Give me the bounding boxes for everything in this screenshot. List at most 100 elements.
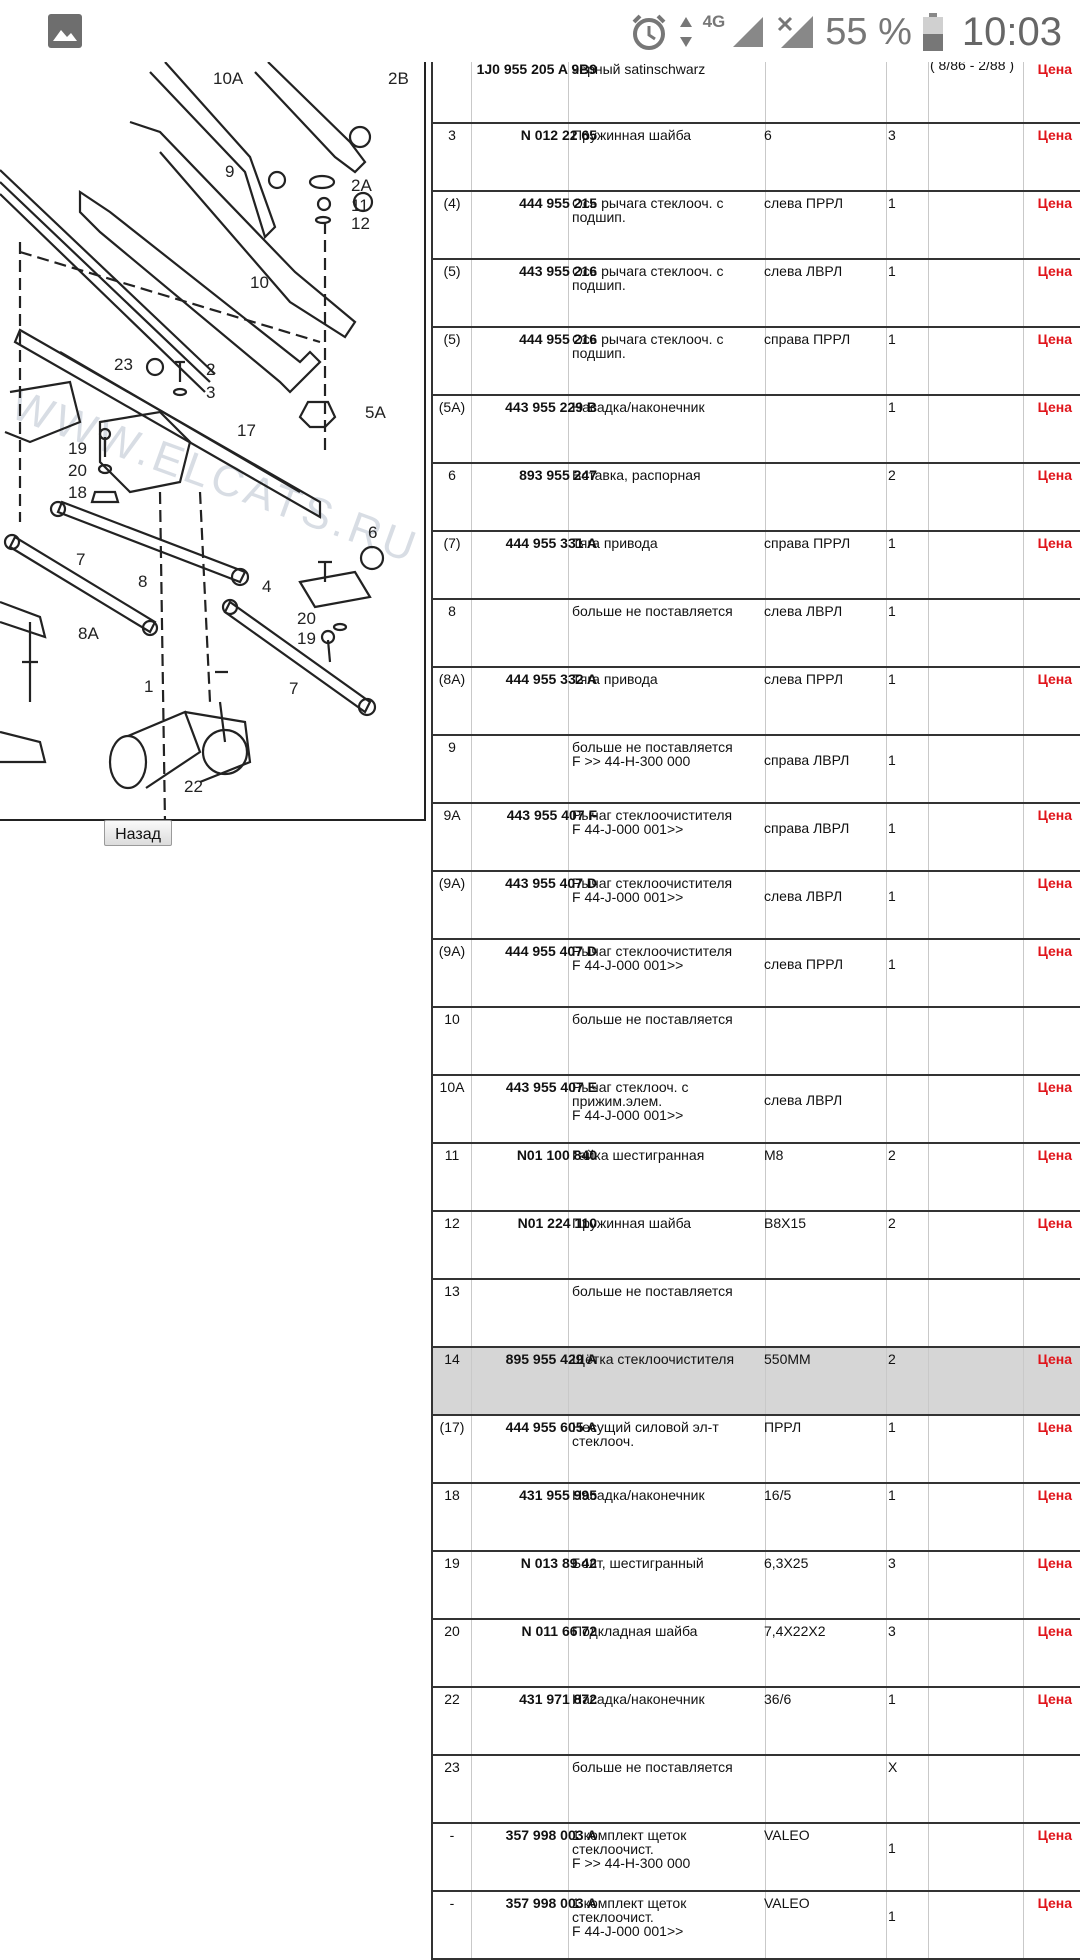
position-number: (8A)	[438, 671, 466, 687]
description-line: Рычаг стеклоочистителя	[572, 807, 733, 823]
price-link[interactable]: Цена	[1037, 1827, 1072, 1843]
column-divider	[765, 1416, 766, 1482]
column-divider	[886, 1212, 887, 1278]
column-divider	[1023, 1552, 1024, 1618]
column-divider	[568, 192, 569, 258]
column-divider	[765, 600, 766, 666]
price-link[interactable]: Цена	[1037, 399, 1072, 415]
price-link[interactable]: Цена	[1037, 671, 1072, 687]
part-number: 444 955 331 A	[505, 535, 597, 551]
price-link[interactable]: Цена	[1037, 535, 1072, 551]
column-divider	[765, 1144, 766, 1210]
back-button[interactable]: Назад	[104, 820, 172, 846]
part-number: 444 955 332 A	[505, 671, 597, 687]
price-link[interactable]: Цена	[1037, 1215, 1072, 1231]
column-divider	[765, 804, 766, 870]
description-line: Насадка/наконечник	[572, 1691, 705, 1707]
price-link[interactable]: Цена	[1037, 61, 1072, 77]
part-number: 443 955 407 E	[505, 1079, 597, 1095]
column-divider	[568, 804, 569, 870]
price-link[interactable]: Цена	[1037, 1895, 1072, 1911]
description-line: Насадка/наконечник	[572, 1487, 705, 1503]
column-divider	[886, 804, 887, 870]
price-link[interactable]: Цена	[1037, 331, 1072, 347]
column-divider	[1023, 58, 1024, 122]
position-number: 11	[444, 1147, 460, 1163]
part-number: N 013 89 42	[520, 1555, 597, 1571]
price-link[interactable]: Цена	[1037, 467, 1072, 483]
column-divider	[765, 1756, 766, 1822]
column-divider	[568, 328, 569, 394]
column-divider	[1023, 124, 1024, 190]
price-link[interactable]: Цена	[1037, 1555, 1072, 1571]
column-divider	[928, 1008, 929, 1074]
callout-19: 19	[68, 439, 87, 458]
price-link[interactable]: Цена	[1037, 195, 1072, 211]
column-divider	[471, 1756, 472, 1822]
column-divider	[886, 1824, 887, 1890]
price-link[interactable]: Цена	[1037, 1419, 1072, 1435]
part-quantity: 1	[888, 671, 896, 687]
network-type: 4G	[702, 12, 726, 31]
column-divider	[568, 1756, 569, 1822]
column-divider	[765, 1552, 766, 1618]
callout-12: 12	[351, 214, 370, 233]
part-description: Пружинная шайба	[572, 128, 762, 142]
part-note: 550MM	[764, 1351, 811, 1367]
part-number: 357 998 003 A	[505, 1895, 597, 1911]
column-divider	[765, 464, 766, 530]
part-description: Насадка/наконечник	[572, 400, 762, 414]
description-line: Тяга привода	[572, 535, 658, 551]
callout-20-lower: 20	[297, 609, 316, 628]
price-link[interactable]: Цена	[1037, 1487, 1072, 1503]
column-divider	[471, 1688, 472, 1754]
column-divider	[886, 464, 887, 530]
column-divider	[928, 328, 929, 394]
column-divider	[1023, 940, 1024, 1006]
description-line: больше не поставляется	[572, 1283, 733, 1299]
price-link[interactable]: Цена	[1037, 1079, 1072, 1095]
price-link[interactable]: Цена	[1037, 1623, 1072, 1639]
description-line: Болт, шестигранный	[572, 1555, 704, 1571]
price-link[interactable]: Цена	[1037, 1147, 1072, 1163]
part-quantity: 1	[888, 752, 896, 768]
column-divider	[886, 1892, 887, 1958]
price-link[interactable]: Цена	[1037, 807, 1072, 823]
column-divider	[568, 464, 569, 530]
column-divider	[765, 736, 766, 802]
column-divider	[568, 260, 569, 326]
part-quantity: 1	[888, 1908, 896, 1924]
part-quantity: 3	[888, 1623, 896, 1639]
price-link[interactable]: Цена	[1037, 263, 1072, 279]
price-link[interactable]: Цена	[1037, 943, 1072, 959]
part-description: Гайка шестигранная	[572, 1148, 762, 1162]
price-link[interactable]: Цена	[1037, 1351, 1072, 1367]
column-divider	[1023, 396, 1024, 462]
description-line: больше не поставляется	[572, 603, 733, 619]
position-number: (5A)	[438, 399, 466, 415]
price-link[interactable]: Цена	[1037, 875, 1072, 891]
column-divider	[886, 260, 887, 326]
callout-10A: 10A	[213, 69, 244, 88]
position-number: (5)	[443, 263, 461, 279]
description-line: Гайка шестигранная	[572, 1147, 705, 1163]
column-divider	[928, 1212, 929, 1278]
column-divider	[928, 192, 929, 258]
column-divider	[568, 532, 569, 598]
description-line: стеклоочист.	[572, 1841, 654, 1857]
price-link[interactable]: Цена	[1037, 127, 1072, 143]
column-divider	[765, 58, 766, 122]
part-note: 6	[764, 127, 772, 143]
price-link[interactable]: Цена	[1037, 1691, 1072, 1707]
